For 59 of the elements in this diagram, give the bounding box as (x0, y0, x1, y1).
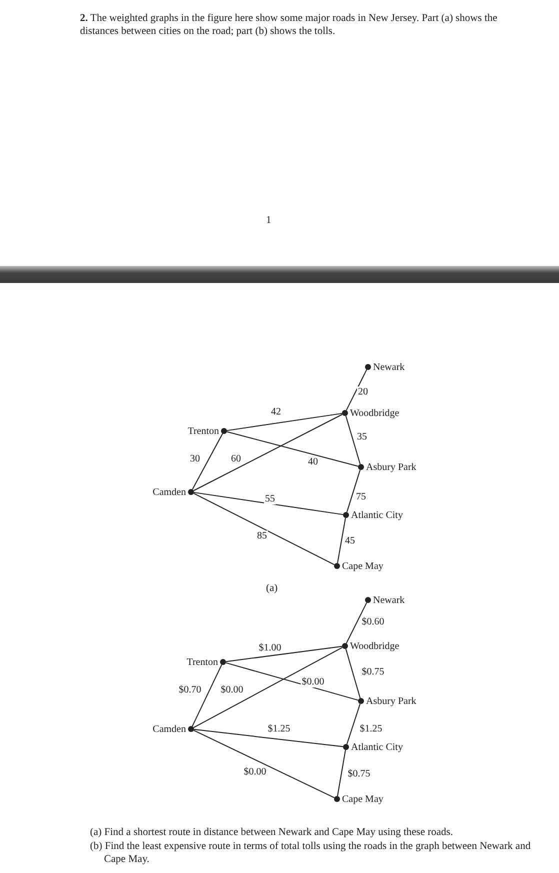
edge-label: 35 (356, 432, 368, 442)
city-label: Trenton (186, 656, 218, 668)
city-label: Woodbridge (350, 640, 400, 652)
city-label: Camden (152, 724, 186, 734)
road-line (226, 431, 359, 467)
edge-label: 60 (230, 454, 242, 464)
edge-label: 40 (307, 456, 319, 468)
road-line (193, 492, 344, 516)
road-line (192, 433, 224, 490)
city-label: Cape May (342, 560, 384, 572)
edge-label: $1.25 (358, 724, 384, 734)
edge-label: 55 (264, 494, 276, 504)
edge-label: $0.00 (300, 676, 326, 688)
road-line (225, 662, 359, 701)
edge-label: 30 (189, 454, 201, 464)
edge-label: $1.25 (266, 724, 292, 734)
road-line (193, 728, 344, 748)
road-line (345, 415, 361, 465)
edge-label: $0.00 (242, 766, 268, 778)
edge-label: $0.70 (178, 684, 202, 696)
city-label: Camden (152, 486, 186, 498)
edge-label: 20 (357, 386, 369, 398)
city-label: Asbury Park (366, 696, 416, 706)
city-label: Cape May (342, 794, 384, 804)
edge-label: $0.75 (360, 666, 386, 678)
road-line (193, 492, 335, 566)
road-line (193, 646, 343, 728)
city-label: Woodbridge (350, 408, 400, 418)
city-label: Newark (373, 362, 405, 372)
edge-label: 42 (270, 406, 282, 418)
road-line (346, 369, 368, 411)
edge-label: 85 (256, 530, 268, 542)
edge-label: $1.00 (258, 642, 282, 654)
road-line (225, 646, 343, 662)
problem-statement: 2. The weighted graphs in the figure here show some major roads in New Jersey. Part (a) shows the distances between cities on the road; part (b) shows the tolls. (80, 12, 498, 38)
road-line (346, 469, 361, 513)
road-line (193, 414, 343, 492)
road-line (192, 664, 222, 727)
edge-label: $0.60 (360, 616, 386, 628)
road-line (337, 749, 346, 797)
question-text: (a) Find a shortest route in distance between Newark and Cape May using these roads. (90, 826, 454, 839)
edge-label: $0.75 (346, 768, 372, 780)
city-label: Atlantic City (351, 742, 403, 752)
question-text: (b) Find the least expensive route in terms of total tolls using the roads in the graph between Newark and Cape May. (90, 840, 532, 866)
edge-label: 75 (355, 492, 367, 502)
road-line (193, 730, 335, 798)
road-line (346, 703, 361, 745)
city-label: Asbury Park (366, 462, 416, 472)
road-line (346, 602, 368, 644)
edge-label: 45 (344, 536, 356, 546)
page-number: 1 (266, 214, 272, 227)
road-line (226, 412, 343, 432)
city-label: Newark (373, 594, 405, 606)
road-line (337, 517, 346, 564)
figure-caption: (a) (266, 582, 278, 595)
edge-label: $0.00 (220, 684, 244, 696)
city-label: Trenton (188, 426, 219, 436)
city-label: Atlantic City (351, 510, 403, 520)
road-line (345, 648, 361, 699)
